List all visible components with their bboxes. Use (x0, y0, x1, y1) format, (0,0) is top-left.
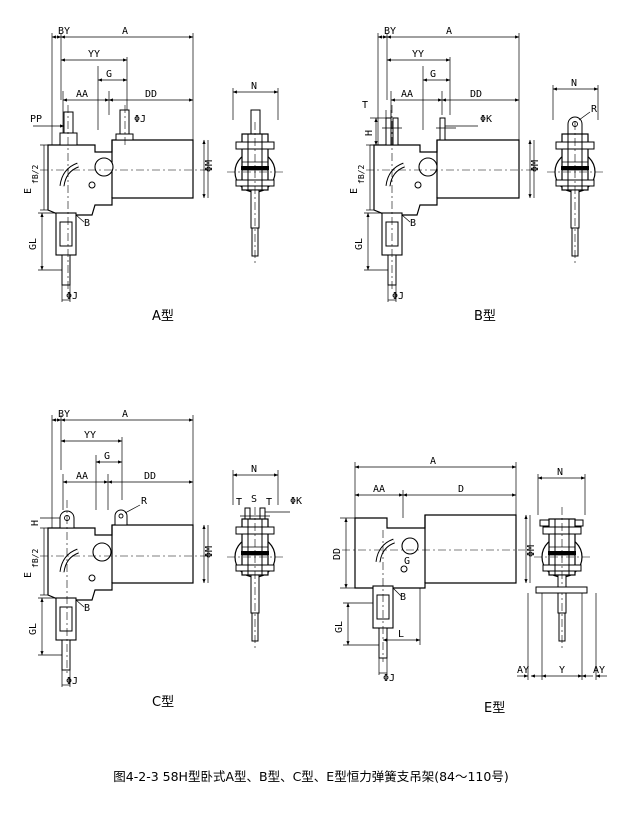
dim-label: R (591, 104, 598, 115)
dim-label: B (84, 218, 90, 229)
dim-label: G (106, 69, 112, 80)
dim-label: N (251, 464, 257, 475)
dim-label: AY (517, 665, 529, 676)
dim-label: G (104, 451, 110, 462)
dim-label: G (404, 556, 410, 567)
dim-label: BY (384, 26, 396, 37)
dim-label: AA (401, 89, 413, 100)
dim-label: A (446, 26, 452, 37)
dim-label: ΦJ (383, 673, 395, 684)
dim-label: E (23, 572, 34, 578)
dim-label: GL (28, 238, 39, 250)
dim-label: BY (58, 26, 70, 37)
dim-label: ΦJ (66, 676, 78, 687)
dim-label: PP (30, 114, 42, 125)
panel-b: BY A YY G AA DD T H ΦK R ΦM E fB/2 B GL … (349, 26, 604, 302)
dim-label: GL (28, 623, 39, 635)
panel-title-b: B型 (474, 309, 496, 324)
panel-title-a: A型 (152, 309, 174, 324)
dim-label: YY (84, 430, 96, 441)
dim-label: D (458, 484, 464, 495)
dim-label: H (30, 520, 41, 526)
dim-label: T (362, 100, 368, 111)
dim-label: A (430, 456, 436, 467)
dim-label: A (122, 26, 128, 37)
dim-label: H (364, 130, 375, 136)
dim-label: BY (58, 409, 70, 420)
dim-label: AA (76, 89, 88, 100)
dim-label: ΦK (290, 496, 302, 507)
dim-label: DD (145, 89, 157, 100)
dim-label: ΦJ (66, 291, 78, 302)
dim-label: GL (334, 621, 345, 633)
dim-label: DD (144, 471, 156, 482)
dim-label: fB/2 (31, 165, 40, 184)
dim-label: L (398, 629, 404, 640)
dim-label: AA (373, 484, 385, 495)
dim-label: N (557, 467, 563, 478)
dim-label: G (430, 69, 436, 80)
dim-label: S (251, 494, 257, 505)
dim-label: ΦM (526, 545, 537, 557)
dim-label: B (84, 603, 90, 614)
dim-label: GL (354, 238, 365, 250)
dim-label: T (266, 497, 272, 508)
panel-c: BY A YY G AA DD R H ΦM E fB/2 B GL ΦJ N … (23, 409, 302, 687)
dim-label: E (23, 188, 34, 194)
figure-caption: 图4-2-3 58H型卧式A型、B型、C型、E型恒力弹簧支吊架(84～110号) (113, 769, 508, 784)
dim-label: N (571, 78, 577, 89)
dim-label: B (400, 592, 406, 603)
dim-label: ΦJ (134, 114, 146, 125)
dim-label: ΦJ (392, 291, 404, 302)
dim-label: YY (412, 49, 424, 60)
dim-label: Y (559, 665, 565, 676)
panel-e: A AA D DD ΦM G B GL L ΦJ N AY Y AY (332, 456, 607, 684)
dim-label: E (349, 188, 360, 194)
dim-label: A (122, 409, 128, 420)
dim-label: ΦM (530, 160, 541, 172)
dim-label: DD (332, 548, 343, 560)
dim-label: ΦM (204, 160, 215, 172)
dim-label: ΦM (204, 546, 215, 558)
dim-label: ΦK (480, 114, 492, 125)
panel-a: BY A YY G AA DD PP ΦJ ΦM E fB/2 B GL ΦJ … (23, 26, 284, 302)
dim-label: AY (593, 665, 605, 676)
dim-label: DD (470, 89, 482, 100)
dim-label: T (236, 497, 242, 508)
dim-label: fB/2 (357, 165, 366, 184)
dim-label: AA (76, 471, 88, 482)
panel-title-c: C型 (152, 695, 174, 710)
dim-label: fB/2 (31, 549, 40, 568)
dim-label: R (141, 496, 148, 507)
dim-label: B (410, 218, 416, 229)
dim-label: YY (88, 49, 100, 60)
dim-label: N (251, 81, 257, 92)
panel-title-e: E型 (484, 701, 505, 716)
